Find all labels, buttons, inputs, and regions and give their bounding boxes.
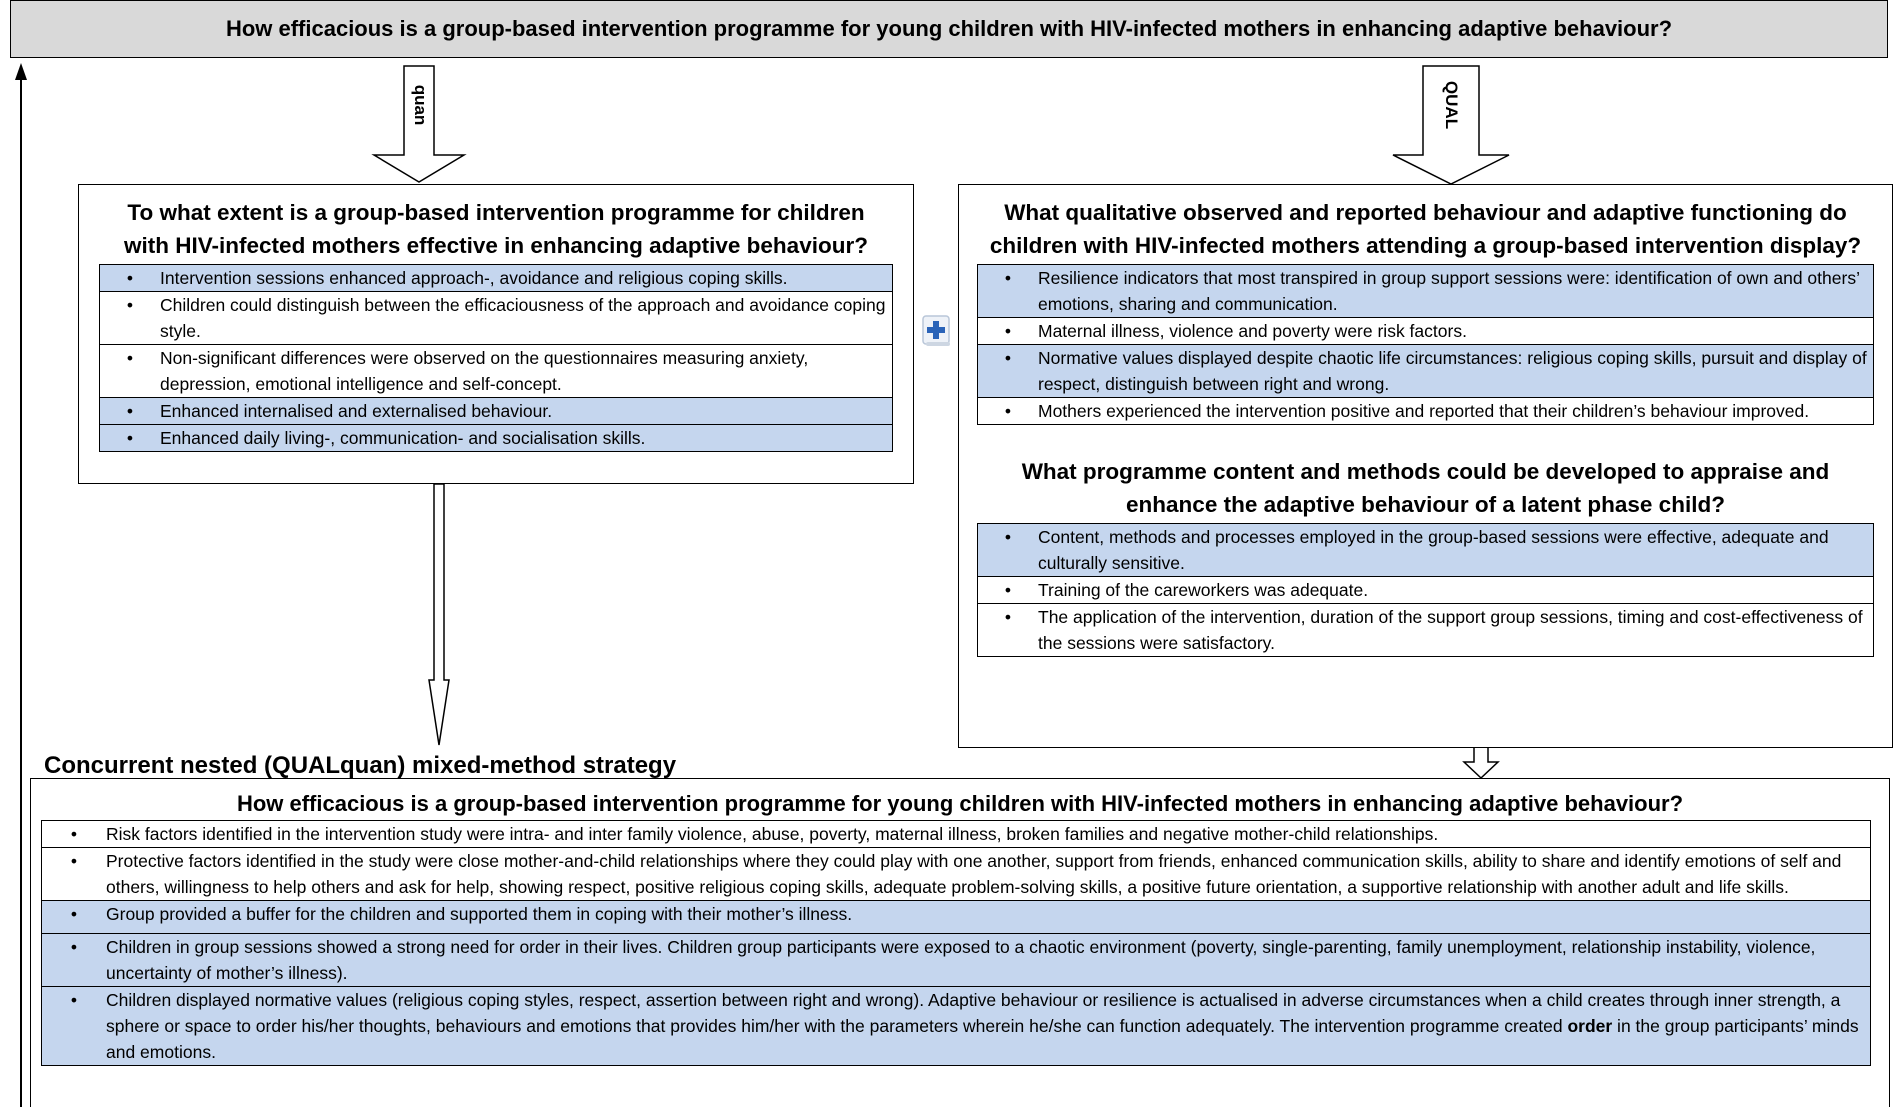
quant-down-arrow <box>428 483 450 746</box>
list-item: •Risk factors identified in the interven… <box>42 821 1870 848</box>
list-item: •Enhanced daily living-, communication- … <box>100 425 892 451</box>
qual-box: What qualitative observed and reported b… <box>958 184 1893 748</box>
list-item: •Group provided a buffer for the childre… <box>42 901 1870 934</box>
list-item: •Enhanced internalised and externalised … <box>100 398 892 425</box>
list-item: •The application of the intervention, du… <box>1004 607 1863 653</box>
bottom-list: •Risk factors identified in the interven… <box>41 820 1871 1066</box>
bottom-heading: How efficacious is a group-based interve… <box>236 791 1684 816</box>
list-item: •Children could distinguish between the … <box>100 292 892 345</box>
qual-heading-2: What programme content and methods could… <box>1021 459 1830 517</box>
quant-box: To what extent is a group-based interven… <box>78 184 914 484</box>
qual-list-1: •Resilience indicators that most transpi… <box>977 264 1874 425</box>
list-item: •Resilience indicators that most transpi… <box>978 265 1873 318</box>
list-item: • Children displayed normative values (r… <box>42 987 1870 1065</box>
quan-label: quan <box>411 84 430 126</box>
qual-arrow <box>1392 65 1510 185</box>
list-item: •Intervention sessions enhanced approach… <box>100 265 892 292</box>
list-item: •Maternal illness, violence and poverty … <box>978 318 1873 345</box>
quan-arrow <box>371 65 467 183</box>
qual-label: QUAL <box>1442 80 1461 130</box>
qual-list-2: •Content, methods and processes employed… <box>977 523 1874 657</box>
list-item: •Training of the careworkers was adequat… <box>978 577 1873 604</box>
quant-heading: To what extent is a group-based interven… <box>124 200 868 258</box>
feedback-arrowhead <box>15 63 27 80</box>
plus-icon <box>922 315 950 346</box>
bottom-box: How efficacious is a group-based interve… <box>30 778 1890 1107</box>
main-question-text: How efficacious is a group-based interve… <box>225 16 1673 41</box>
qual-heading-1: What qualitative observed and reported b… <box>989 200 1862 258</box>
list-item: •Non-significant differences were observ… <box>100 345 892 398</box>
qual-down-arrow <box>1462 745 1500 780</box>
quant-list: •Intervention sessions enhanced approach… <box>99 264 893 452</box>
list-item: •Mothers experienced the intervention po… <box>1004 401 1810 421</box>
list-item: •Content, methods and processes employed… <box>978 524 1873 577</box>
list-item: •Protective factors identified in the st… <box>42 848 1870 901</box>
list-item: •Normative values displayed despite chao… <box>978 345 1873 398</box>
list-item: •Children in group sessions showed a str… <box>42 934 1870 987</box>
expand-plus-button[interactable] <box>918 311 956 351</box>
strategy-label: Concurrent nested (QUALquan) mixed-metho… <box>44 752 677 779</box>
main-question-banner: How efficacious is a group-based interve… <box>10 0 1888 58</box>
list-item-text: Children displayed normative values (rel… <box>106 990 1859 1062</box>
